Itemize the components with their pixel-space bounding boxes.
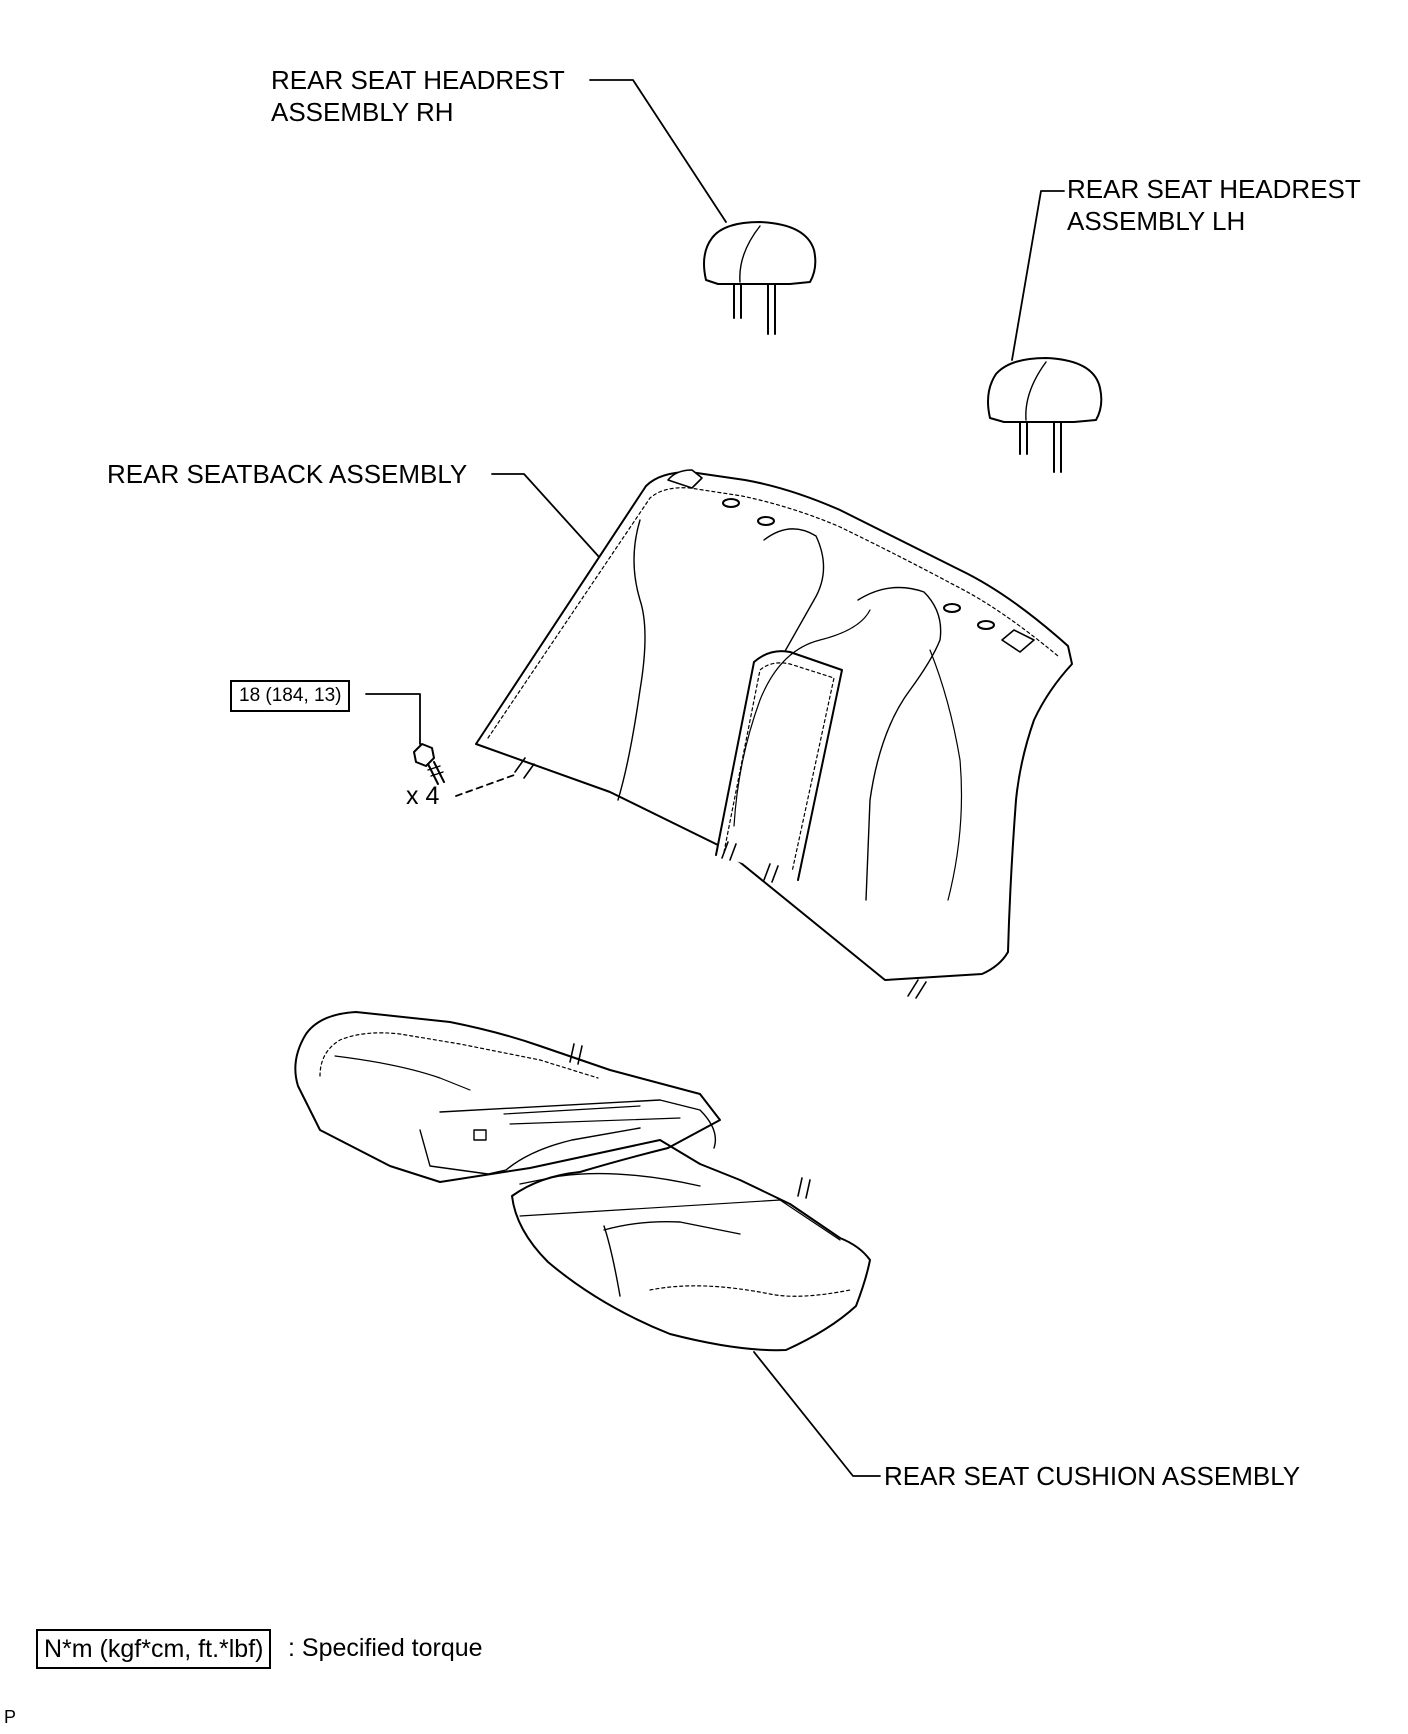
headrest-lh-icon [987, 357, 1103, 473]
leader-lines [365, 79, 1065, 1477]
headrest-lh-label-line2: ASSEMBLY LH [1067, 206, 1246, 236]
leader-bolt [365, 693, 421, 745]
leader-cushion [753, 1351, 881, 1477]
torque-units-legend: N*m (kgf*cm, ft.*lbf) [36, 1629, 272, 1669]
headrest-rh-label: REAR SEAT HEADREST ASSEMBLY RH [271, 64, 565, 128]
seat-cushion-icon [294, 1011, 871, 1352]
corner-mark: P [4, 1707, 17, 1727]
headrest-lh-label-line1: REAR SEAT HEADREST [1067, 174, 1361, 204]
leader-bolt-dashed [455, 773, 518, 797]
leader-headrest-rh [589, 79, 727, 223]
leader-seatback [491, 473, 601, 559]
seatback-icon [475, 469, 1073, 999]
seatback-label: REAR SEATBACK ASSEMBLY [107, 459, 468, 489]
leader-headrest-lh [1011, 190, 1065, 361]
torque-value-box: 18 (184, 13) [230, 680, 351, 712]
headrest-rh-label-line2: ASSEMBLY RH [271, 97, 454, 127]
bolt-icon [413, 743, 445, 785]
headrest-rh-label-line1: REAR SEAT HEADREST [271, 65, 565, 95]
torque-quantity: x 4 [406, 782, 440, 810]
cushion-label: REAR SEAT CUSHION ASSEMBLY [884, 1461, 1301, 1491]
headrest-rh-icon [703, 221, 817, 335]
torque-legend-description: : Specified torque [288, 1634, 483, 1662]
headrest-lh-label: REAR SEAT HEADREST ASSEMBLY LH [1067, 173, 1361, 237]
